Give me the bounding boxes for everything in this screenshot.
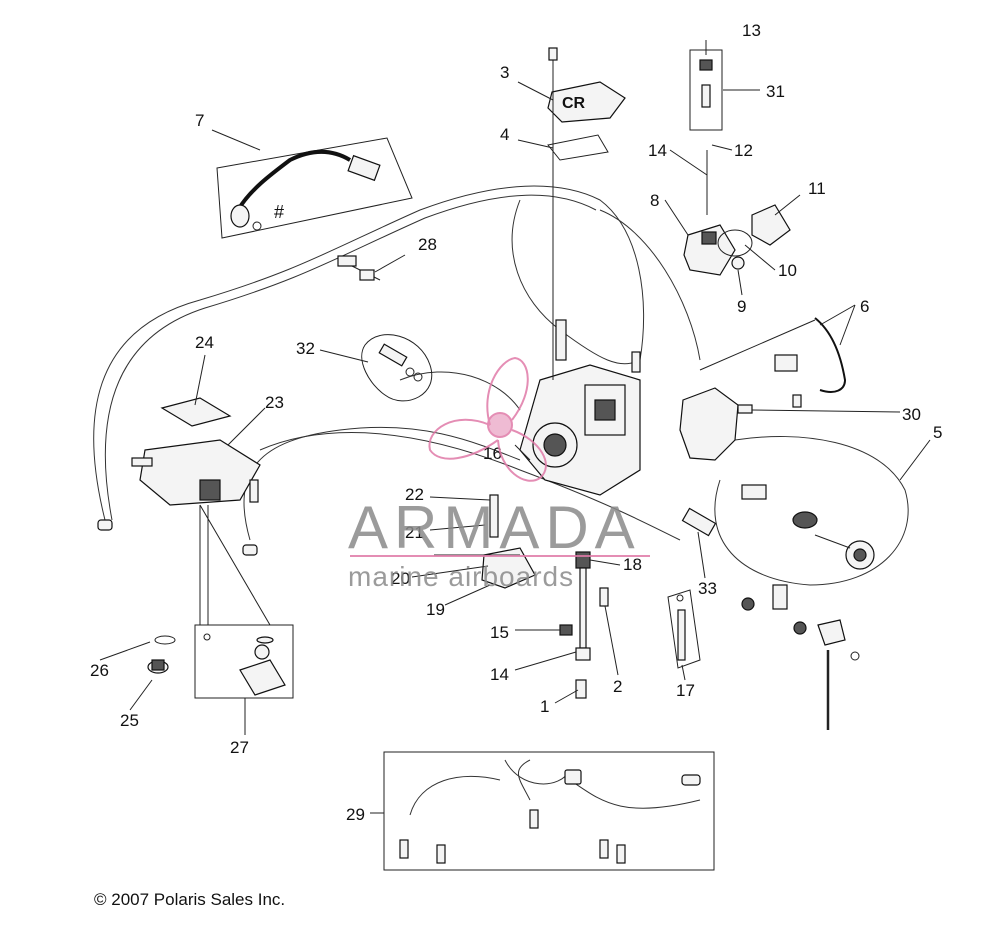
callout-6: 6 bbox=[860, 297, 869, 316]
cover-text: CR bbox=[562, 95, 586, 112]
part-28-screw bbox=[337, 255, 381, 281]
callout-17: 17 bbox=[676, 681, 695, 700]
throttle-sensor-group bbox=[683, 150, 791, 276]
callout-9: 9 bbox=[737, 297, 746, 316]
part-17-box bbox=[667, 589, 701, 669]
callout-21: 21 bbox=[405, 523, 424, 542]
callout-20: 20 bbox=[391, 569, 410, 588]
callout-4: 4 bbox=[500, 125, 509, 144]
callout-24: 24 bbox=[195, 333, 214, 352]
leader-lines bbox=[99, 40, 931, 814]
watermark-title: ARMADA bbox=[348, 494, 641, 561]
part-30-cover bbox=[679, 387, 753, 461]
callout-11: 11 bbox=[808, 179, 826, 198]
callout-29: 29 bbox=[346, 805, 365, 824]
callout-18: 18 bbox=[623, 555, 642, 574]
callout-labels: 1 2 3 4 5 6 7 8 9 10 11 12 13 14 14 15 1… bbox=[90, 21, 942, 824]
part-4-gasket bbox=[547, 134, 609, 161]
callout-5: 5 bbox=[933, 423, 942, 442]
callout-1: 1 bbox=[540, 697, 549, 716]
callout-25: 25 bbox=[120, 711, 139, 730]
part-27-box bbox=[194, 504, 294, 699]
choke-linkage bbox=[741, 584, 860, 730]
callout-16: 16 bbox=[483, 444, 502, 463]
part-5-linkage bbox=[741, 484, 875, 570]
callout-31: 31 bbox=[766, 82, 785, 101]
part-7-box bbox=[216, 137, 413, 239]
vertical-rods bbox=[548, 47, 558, 380]
callout-28: 28 bbox=[418, 235, 437, 254]
callout-30: 30 bbox=[902, 405, 921, 424]
callout-14-top: 14 bbox=[648, 141, 667, 160]
callout-15: 15 bbox=[490, 623, 509, 642]
hash-mark: # bbox=[274, 202, 284, 222]
callout-33: 33 bbox=[698, 579, 717, 598]
part-13-box bbox=[689, 49, 723, 131]
callout-27: 27 bbox=[230, 738, 249, 757]
callout-12: 12 bbox=[734, 141, 753, 160]
callout-26: 26 bbox=[90, 661, 109, 680]
part-25-26 bbox=[147, 635, 176, 674]
armada-watermark: ARMADA marine airboards bbox=[348, 356, 650, 592]
carburetor-body bbox=[519, 319, 641, 496]
part-33 bbox=[681, 507, 717, 537]
propeller-logo bbox=[428, 356, 547, 482]
part-6-cable bbox=[699, 317, 847, 408]
callout-14-bottom: 14 bbox=[490, 665, 509, 684]
copyright-text: © 2007 Polaris Sales Inc. bbox=[94, 890, 286, 909]
callout-22: 22 bbox=[405, 485, 424, 504]
callout-13: 13 bbox=[742, 21, 761, 40]
callout-23: 23 bbox=[265, 393, 284, 412]
callout-2: 2 bbox=[613, 677, 622, 696]
callout-19: 19 bbox=[426, 600, 445, 619]
callout-8: 8 bbox=[650, 191, 659, 210]
callout-3: 3 bbox=[500, 63, 509, 82]
part-3-cover bbox=[547, 81, 626, 123]
float-bowl-assembly bbox=[97, 397, 261, 556]
callout-10: 10 bbox=[778, 261, 797, 280]
callout-32: 32 bbox=[296, 339, 315, 358]
callout-7: 7 bbox=[195, 111, 204, 130]
part-32-inset bbox=[361, 334, 433, 402]
watermark-subtitle: marine airboards bbox=[348, 561, 574, 592]
part-29-box bbox=[383, 751, 715, 871]
